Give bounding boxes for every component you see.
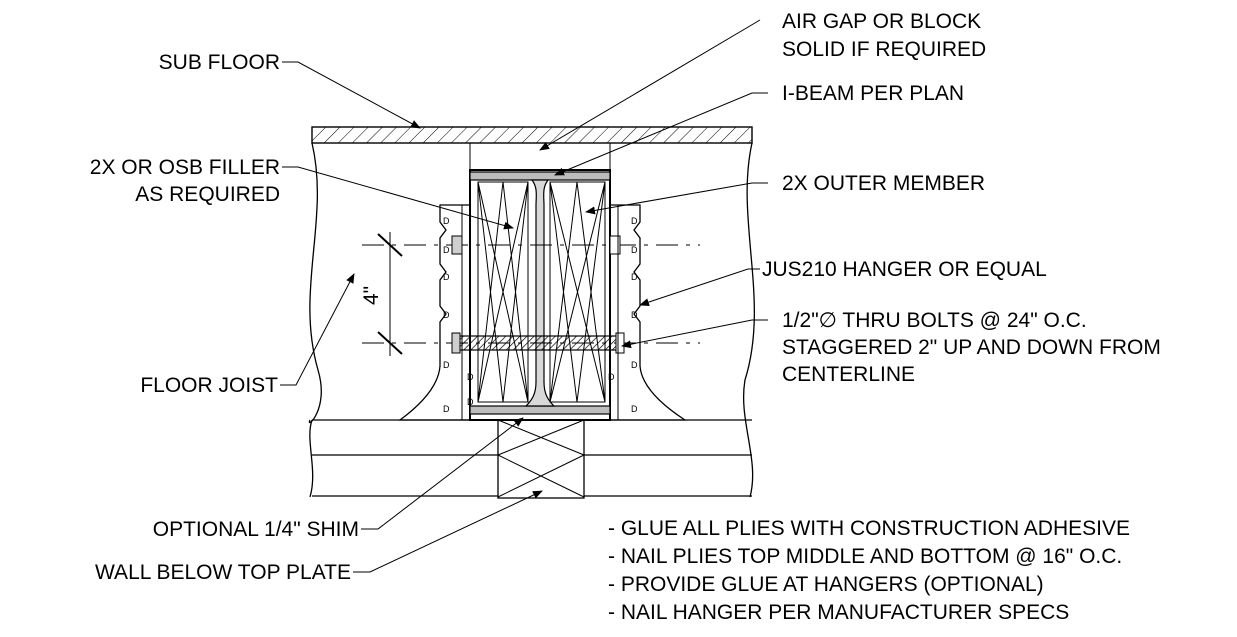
leader-filler xyxy=(282,166,514,230)
dimension-tick-top xyxy=(377,233,403,257)
left-hanger xyxy=(398,204,470,421)
svg-text:D: D xyxy=(608,372,615,382)
label-filler-2: AS REQUIRED xyxy=(135,183,280,206)
bolt-stub-upper-right xyxy=(609,235,621,255)
left-ply-x-marks xyxy=(477,181,529,403)
svg-text:D: D xyxy=(467,372,474,382)
svg-text:D: D xyxy=(631,272,638,282)
bolt-stub-upper-left xyxy=(451,235,463,255)
label-filler-1: 2X OR OSB FILLER xyxy=(90,156,280,179)
leader-shim xyxy=(361,417,524,530)
support-post xyxy=(497,419,585,499)
leader-wall xyxy=(353,490,543,573)
note-1: - GLUE ALL PLIES WITH CONSTRUCTION ADHES… xyxy=(608,517,1130,540)
leader-outer-member xyxy=(585,182,768,215)
leader-bolts xyxy=(621,319,768,349)
dimension-label: 4" xyxy=(360,286,383,305)
label-wall: WALL BELOW TOP PLATE xyxy=(95,561,351,584)
note-4: - NAIL HANGER PER MANUFACTURER SPECS xyxy=(608,601,1069,624)
svg-text:D: D xyxy=(443,272,450,282)
svg-text:D: D xyxy=(631,310,638,320)
label-bolts-2: STAGGERED 2" UP AND DOWN FROM xyxy=(782,336,1161,359)
subfloor-sheathing xyxy=(311,126,753,144)
post-x-2 xyxy=(497,419,585,456)
bolt-nut-right xyxy=(615,332,625,354)
right-floor-joist-outline xyxy=(742,142,755,498)
label-bolts-1: 1/2"∅ THRU BOLTS @ 24" O.C. xyxy=(782,309,1087,332)
note-2: - NAIL PLIES TOP MIDDLE AND BOTTOM @ 16"… xyxy=(608,545,1122,568)
leader-sub-floor xyxy=(282,61,421,129)
leader-hanger xyxy=(639,268,760,306)
i-beam-top-flange xyxy=(469,171,611,181)
label-outer-member: 2X OUTER MEMBER xyxy=(782,172,985,195)
svg-text:D: D xyxy=(443,360,450,370)
label-shim: OPTIONAL 1/4" SHIM xyxy=(153,518,359,541)
built-up-beam xyxy=(469,169,611,421)
label-air-gap-2: SOLID IF REQUIRED xyxy=(782,38,986,61)
label-i-beam: I-BEAM PER PLAN xyxy=(782,82,964,105)
svg-text:D: D xyxy=(631,216,638,226)
svg-text:D: D xyxy=(631,360,638,370)
left-wall-break xyxy=(309,419,314,498)
svg-text:D: D xyxy=(443,310,450,320)
note-3: - PROVIDE GLUE AT HANGERS (OPTIONAL) xyxy=(608,573,1044,596)
label-sub-floor: SUB FLOOR xyxy=(159,51,280,74)
post-x-4 xyxy=(497,454,585,498)
hanger-nail-marks: D D D D D D D D D D D D D D D xyxy=(443,216,638,414)
leader-air-gap xyxy=(539,19,761,151)
svg-text:D: D xyxy=(443,216,450,226)
label-hanger: JUS210 HANGER OR EQUAL xyxy=(762,258,1047,281)
bolt-nut-left xyxy=(451,332,461,354)
svg-text:D: D xyxy=(467,397,474,407)
leader-floor-joist xyxy=(280,273,355,386)
svg-text:D: D xyxy=(631,245,638,255)
svg-text:D: D xyxy=(443,404,450,414)
svg-text:D: D xyxy=(443,245,450,255)
left-floor-joist-outline xyxy=(308,142,322,424)
label-air-gap-1: AIR GAP OR BLOCK xyxy=(782,10,981,33)
dimension-tick-bottom xyxy=(377,331,403,355)
thru-bolt xyxy=(457,335,619,351)
right-ply-x-marks xyxy=(549,181,606,403)
leader-i-beam xyxy=(554,92,768,176)
svg-text:D: D xyxy=(631,404,638,414)
right-hanger xyxy=(610,204,688,421)
i-beam-bottom-flange xyxy=(469,405,611,415)
i-beam-web xyxy=(524,179,556,407)
label-floor-joist: FLOOR JOIST xyxy=(140,374,278,397)
label-bolts-3: CENTERLINE xyxy=(782,363,915,386)
